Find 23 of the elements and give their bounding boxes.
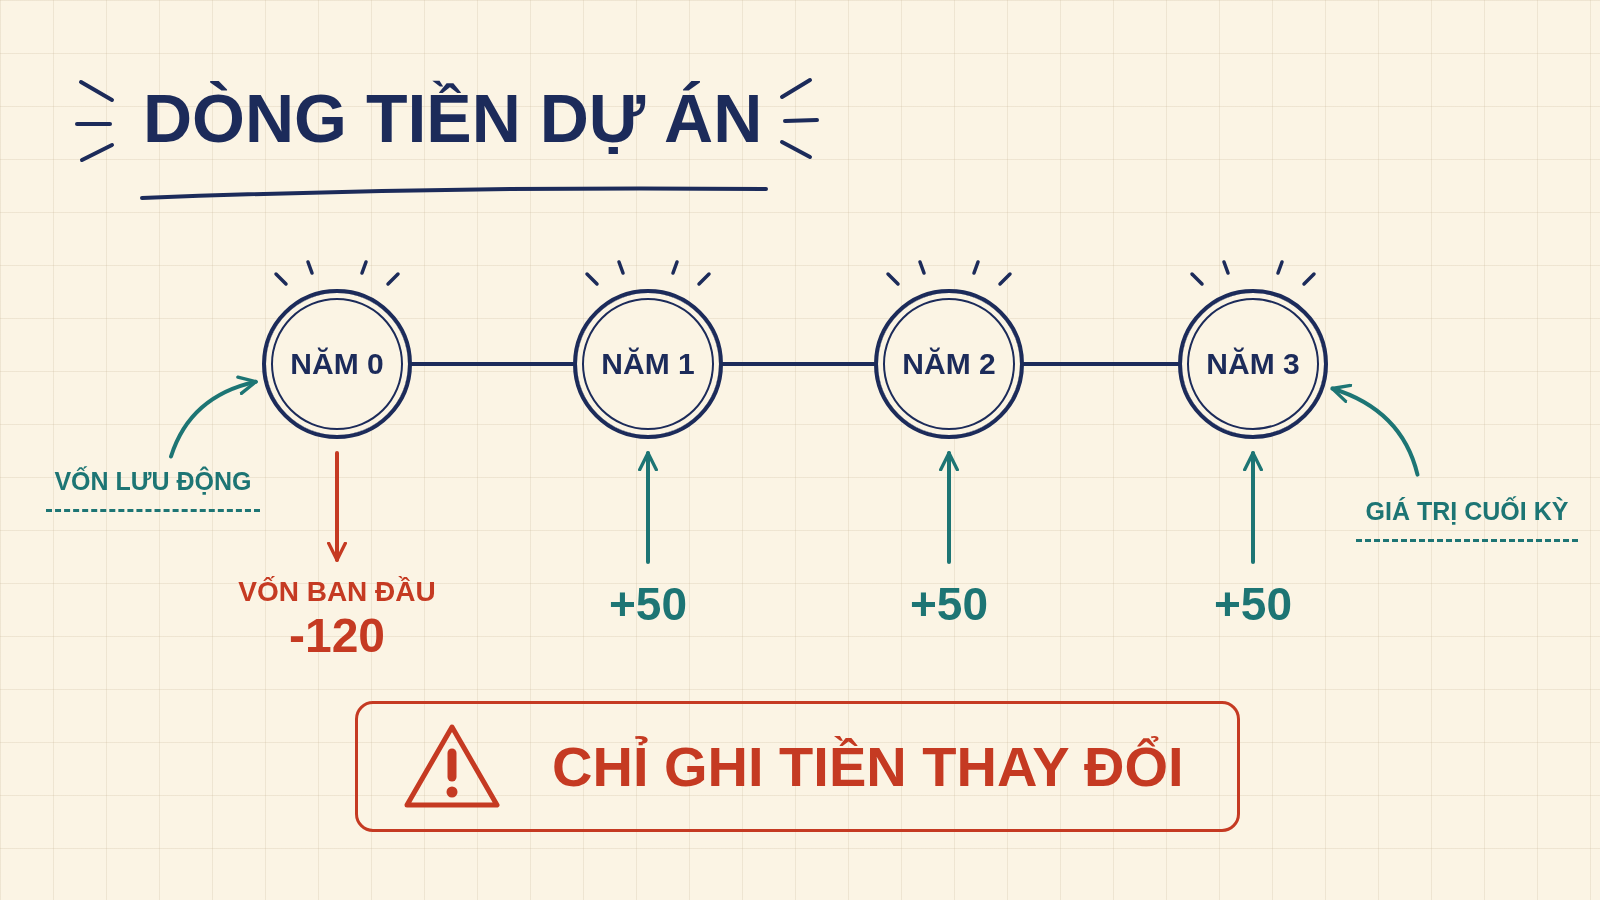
amount-value: +50 (598, 578, 698, 634)
arrow (1243, 451, 1263, 564)
connector-line (1022, 362, 1180, 366)
amount-value: -120 (288, 608, 386, 664)
curved-arrow (1330, 384, 1420, 477)
amount-caption: VỐN BAN ĐẦU (238, 576, 436, 609)
title: DÒNG TIỀN DỰ ÁN (143, 79, 763, 158)
amount-value: +50 (1203, 578, 1303, 634)
year-label: NĂM 1 (601, 347, 695, 381)
annotation-label: GIÁ TRỊ CUỐI KỲ (1356, 496, 1578, 542)
connector-line (410, 362, 575, 366)
connector-line (721, 362, 876, 366)
year-label: NĂM 0 (290, 347, 384, 381)
warning-banner (355, 701, 1240, 832)
curved-arrow (169, 376, 258, 459)
arrow (327, 451, 347, 562)
amount-value: +50 (899, 578, 999, 634)
annotation-label: VỐN LƯU ĐỘNG (46, 466, 260, 512)
arrow (638, 451, 658, 564)
year-label: NĂM 2 (902, 347, 996, 381)
warning-text: CHỈ GHI TIỀN THAY ĐỔI (552, 734, 1184, 799)
year-label: NĂM 3 (1206, 347, 1300, 381)
arrow (939, 451, 959, 564)
